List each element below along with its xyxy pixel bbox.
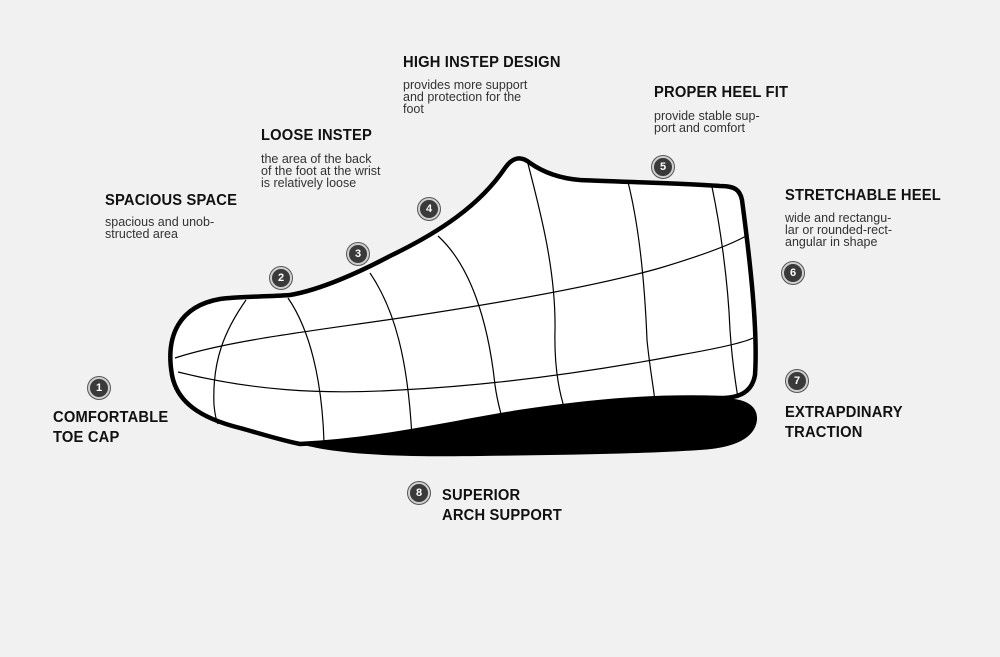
stretchable-heel-title: STRETCHABLE HEEL bbox=[785, 187, 941, 204]
loose-instep-title: LOOSE INSTEP bbox=[261, 127, 373, 144]
shoe-sole bbox=[300, 397, 758, 457]
superior-arch-support-title: SUPERIOR ARCH SUPPORT bbox=[442, 487, 562, 524]
loose-instep-desc: the area of the back of the foot at the … bbox=[261, 152, 381, 190]
badge-2: 2 bbox=[270, 267, 292, 289]
badge-8: 8 bbox=[408, 482, 430, 504]
badge-3: 3 bbox=[347, 243, 369, 265]
badge-7: 7 bbox=[786, 370, 808, 392]
spacious-space-title: SPACIOUS SPACE bbox=[105, 192, 238, 209]
spacious-space-desc: spacious and unob- structed area bbox=[105, 215, 215, 241]
stretchable-heel-desc: wide and rectangu- lar or rounded-rect- … bbox=[785, 211, 892, 249]
badge-4: 4 bbox=[418, 198, 440, 220]
high-instep-design-title: HIGH INSTEP DESIGN bbox=[403, 54, 561, 71]
comfortable-toe-cap-title: COMFORTABLE TOE CAP bbox=[53, 409, 169, 446]
proper-heel-fit-desc: provide stable sup- port and comfort bbox=[654, 109, 760, 135]
extraordinary-traction-title: EXTRAPDINARY TRACTION bbox=[785, 404, 903, 441]
badge-5: 5 bbox=[652, 156, 674, 178]
badge-1: 1 bbox=[88, 377, 110, 399]
shoe-grid-lines bbox=[174, 159, 754, 443]
high-instep-design-desc: provides more support and protection for… bbox=[403, 78, 528, 116]
proper-heel-fit-title: PROPER HEEL FIT bbox=[654, 84, 789, 101]
badge-6: 6 bbox=[782, 262, 804, 284]
